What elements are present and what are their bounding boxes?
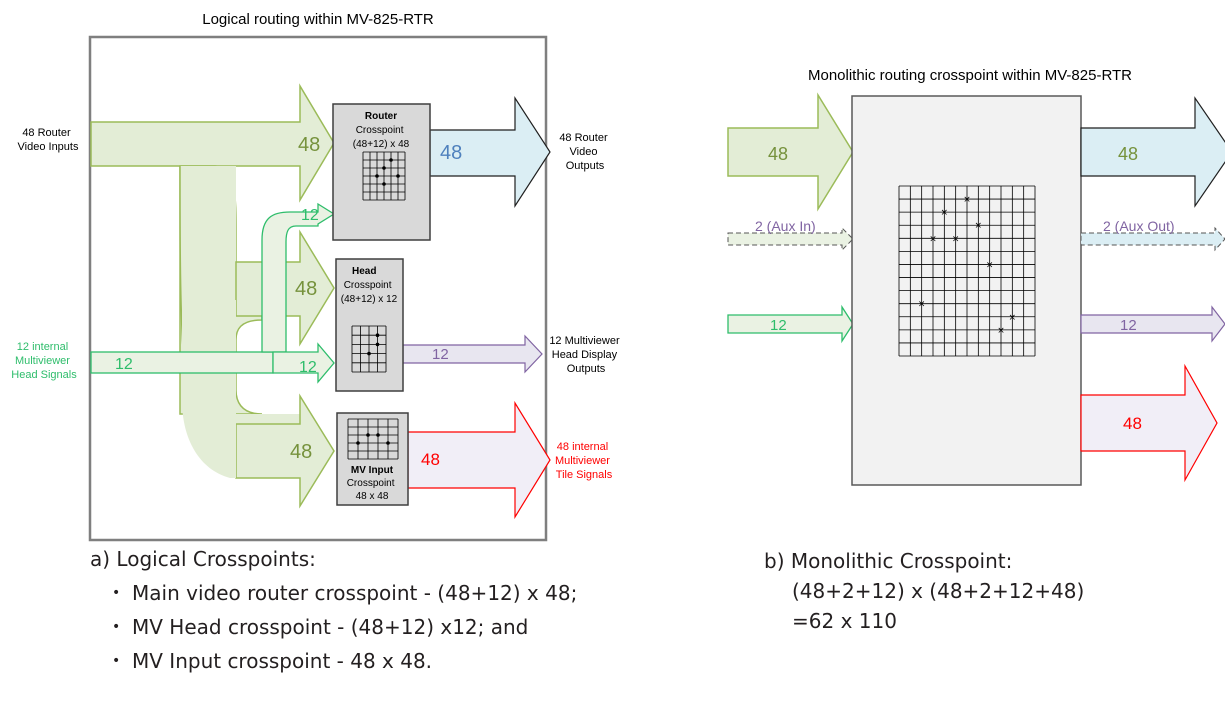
video-out-count: 48 <box>1118 144 1138 164</box>
router-output-label: 48 Router Video Outputs <box>559 132 610 172</box>
caption-b-title: b) Monolithic Crosspoint: <box>764 549 1013 573</box>
head-output-arrow-right <box>1080 305 1225 343</box>
monolithic-crosspoint-grid: × × × × × × × × × <box>898 185 1036 357</box>
crosspoint-marker: × <box>975 221 983 231</box>
mv-out-count: 48 <box>421 450 440 469</box>
crosspoint-dot <box>375 174 379 178</box>
right-diagram-title: Monolithic routing crosspoint within MV-… <box>808 67 1132 84</box>
crosspoint-dot <box>367 351 371 356</box>
caption-a-item: Main video router crosspoint - (48+12) x… <box>112 578 650 608</box>
mv-input-arrow <box>235 393 335 509</box>
head-in-arrow-right <box>727 304 854 344</box>
router-crosspoint-box <box>332 103 431 241</box>
crosspoint-dot <box>389 158 393 162</box>
head-output-label: 12 Multiviewer Head Display Outputs <box>549 335 622 375</box>
aux-output-arrow <box>1080 226 1225 252</box>
mv-in-count: 48 <box>290 441 312 463</box>
router-out-count: 48 <box>440 142 462 164</box>
caption-a-item: MV Head crosspoint - (48+12) x12; and <box>112 612 650 642</box>
head-branch-right <box>272 342 335 384</box>
crosspoint-dot <box>382 166 386 170</box>
crosspoint-dot <box>382 182 386 186</box>
caption-b-line1: (48+2+12) x (48+2+12+48) <box>792 579 1085 603</box>
crosspoint-dot <box>386 441 390 445</box>
router-input-label: 48 Router Video Inputs <box>18 127 79 153</box>
tile-output-arrow-right <box>1080 363 1218 483</box>
mv-box-text: Crosspoint 48 x 48 <box>347 478 398 502</box>
router-box-title: Router <box>365 111 397 122</box>
crosspoint-marker: × <box>997 326 1005 336</box>
video-input-arrow <box>727 92 854 212</box>
mv-crosspoint-grid <box>347 418 399 460</box>
crosspoint-dot <box>375 342 380 347</box>
head-signal-count: 12 <box>115 356 133 373</box>
tile-output-label: 48 internal Multiviewer Tile Signals <box>555 441 613 481</box>
aux-in-label: 2 (Aux In) <box>755 218 816 234</box>
router-in-count: 48 <box>298 134 320 156</box>
caption-b-line2: =62 x 110 <box>792 609 897 633</box>
head-output-arrow <box>402 334 543 374</box>
crosspoint-marker: × <box>941 208 949 218</box>
head-out-count: 12 <box>432 346 449 363</box>
caption-a-list: Main video router crosspoint - (48+12) x… <box>90 578 650 676</box>
tile-out-count-right: 48 <box>1123 414 1142 433</box>
head-input-label: 12 internal Multiviewer Head Signals <box>11 341 77 381</box>
caption-a-title: a) Logical Crosspoints: <box>90 547 316 571</box>
head-in-count: 48 <box>295 278 317 300</box>
crosspoint-dot <box>366 433 370 437</box>
trunk-fill-bottom <box>182 300 236 478</box>
crosspoint-dot <box>396 174 400 178</box>
head-crosspoint-box <box>335 258 404 392</box>
crosspoint-marker: × <box>963 195 971 205</box>
router-output-arrow <box>429 95 551 209</box>
crosspoint-dot <box>375 333 380 338</box>
head-to-head-count: 12 <box>299 359 317 376</box>
caption-monolithic: b) Monolithic Crosspoint: (48+2+12) x (4… <box>764 546 1204 636</box>
aux-out-label: 2 (Aux Out) <box>1103 218 1175 234</box>
head-crosspoint-grid <box>351 325 387 373</box>
crosspoint-marker: × <box>918 300 926 310</box>
head-in-count-right: 12 <box>770 317 787 334</box>
crosspoint-marker: × <box>1009 313 1017 323</box>
crosspoint-dot <box>356 441 360 445</box>
caption-a-item: MV Input crosspoint - 48 x 48. <box>112 646 650 676</box>
caption-logical: a) Logical Crosspoints: Main video route… <box>90 544 650 680</box>
mv-output-arrow <box>407 400 551 520</box>
head-box-text: Crosspoint (48+12) x 12 <box>341 280 398 305</box>
head-box-title: Head <box>352 266 376 277</box>
mv-box-title: MV Input <box>351 465 394 476</box>
left-diagram-title: Logical routing within MV-825-RTR <box>202 11 434 28</box>
router-crosspoint-grid <box>362 151 406 201</box>
video-in-count: 48 <box>768 144 788 164</box>
router-input-arrow <box>90 83 335 203</box>
aux-input-arrow <box>727 226 854 252</box>
crosspoint-dot <box>376 433 380 437</box>
head-branch-up <box>261 202 336 353</box>
crosspoint-marker: × <box>986 260 994 270</box>
router-box-text: Crosspoint (48+12) x 48 <box>353 125 410 150</box>
crosspoint-marker: × <box>929 234 937 244</box>
head-out-count-right: 12 <box>1120 317 1137 334</box>
video-output-arrow <box>1080 96 1225 208</box>
head-to-router-count: 12 <box>301 207 319 224</box>
crosspoint-marker: × <box>952 234 960 244</box>
